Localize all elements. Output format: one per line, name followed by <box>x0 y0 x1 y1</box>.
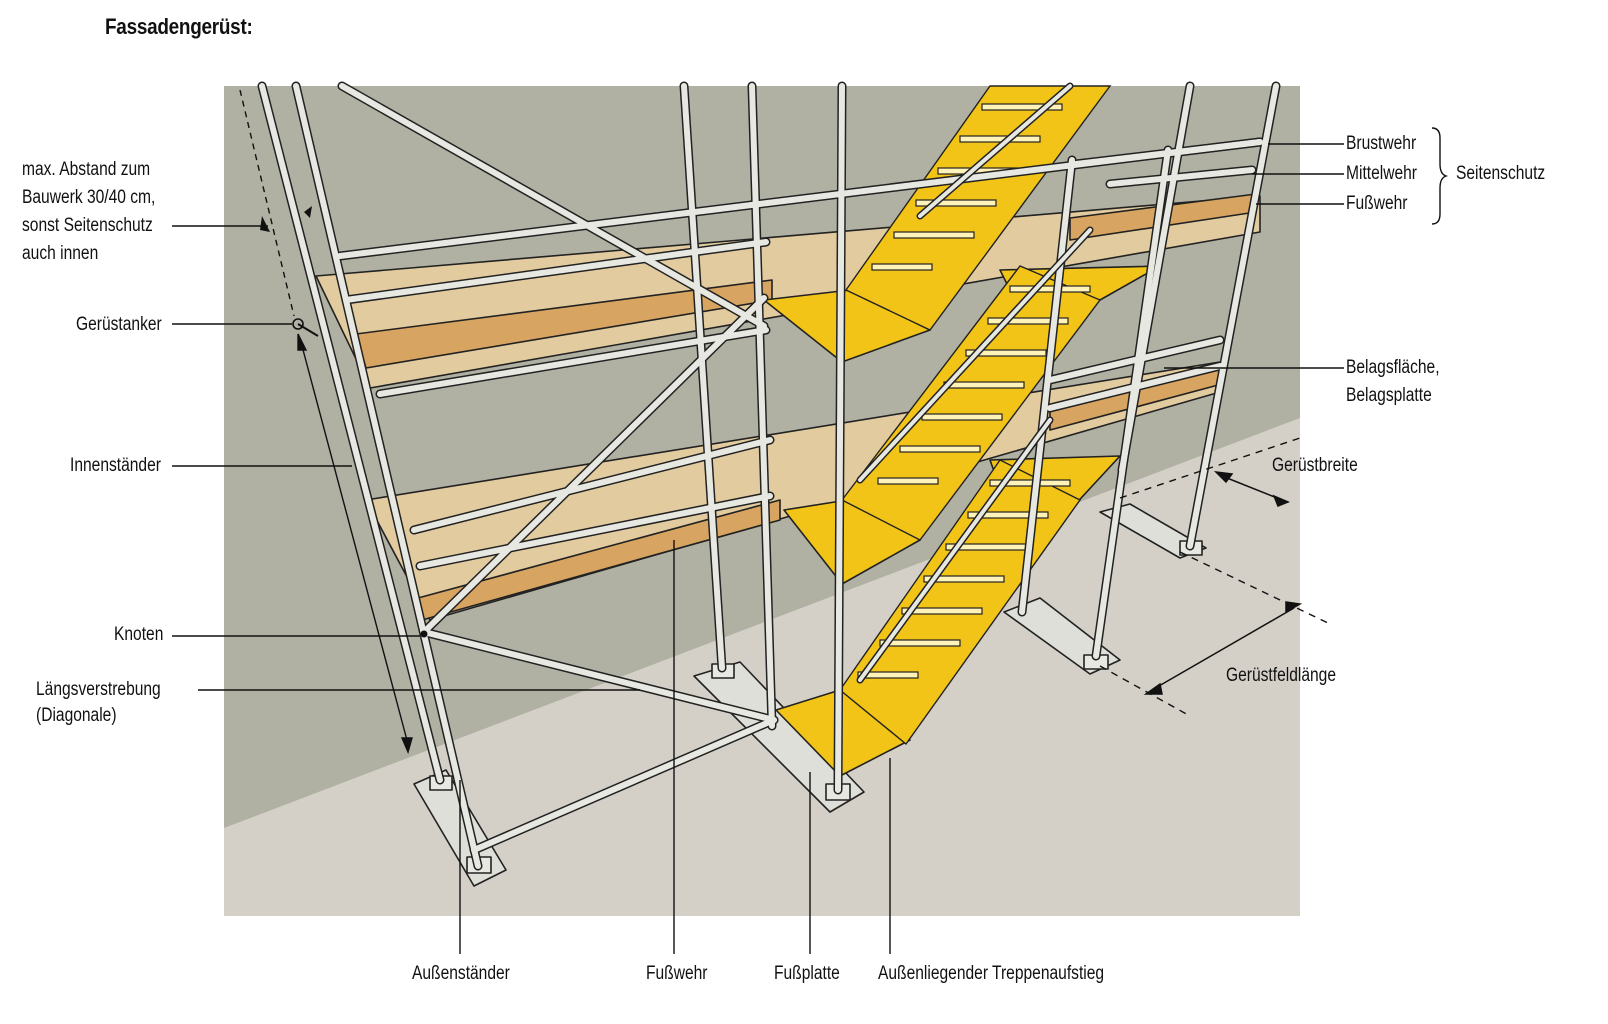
label-mittelwehr: Mittelwehr <box>1346 163 1417 184</box>
label-innenstaender: Innenständer <box>70 455 161 476</box>
label-treppenaufstieg: Außenliegender Treppenaufstieg <box>878 963 1105 984</box>
label-brustwehr: Brustwehr <box>1346 133 1417 154</box>
stair-treads-bottom <box>857 479 1071 679</box>
geruestanker-ring <box>292 318 304 330</box>
distance-arrow-head <box>304 206 312 218</box>
label-belag-line2: Belagsplatte <box>1346 385 1432 406</box>
anchor-rod <box>297 323 319 337</box>
label-abstand-line4: auch innen <box>22 243 99 264</box>
label-belag-line1: Belagsfläche, <box>1346 357 1440 378</box>
label-abstand-line3: sonst Seitenschutz <box>22 215 153 236</box>
knoten-node <box>420 630 428 638</box>
geruestfeldlaenge-dashed-top <box>1179 551 1331 625</box>
label-geruestbreite: Gerüstbreite <box>1272 455 1358 476</box>
stair-landing-bottom <box>775 689 911 777</box>
label-aussenstaender: Außenständer <box>412 963 510 984</box>
geruestfeldlaenge-dashed-bottom <box>1099 665 1191 717</box>
label-fusswehr-top: Fußwehr <box>1346 193 1408 214</box>
geruestbreite-arrow <box>1213 470 1290 507</box>
height-arrow <box>297 333 413 755</box>
label-laengsverstrebung-line1: Längsverstrebung <box>36 679 161 700</box>
label-fusswehr-bottom: Fußwehr <box>646 963 708 984</box>
distance-arrow-head <box>260 216 270 232</box>
label-abstand-line1: max. Abstand zum <box>22 159 151 180</box>
distance-dashed-line <box>239 89 295 317</box>
label-laengsverstrebung-line2: (Diagonale) <box>36 705 117 726</box>
geruestfeldlaenge-arrow <box>1143 601 1303 695</box>
label-seitenschutz: Seitenschutz <box>1456 163 1546 184</box>
stair-flight-middle <box>840 265 1102 541</box>
stair-treads-middle <box>877 285 1091 485</box>
seitenschutz-brace <box>1431 127 1449 225</box>
stair-treads-top <box>871 103 1063 271</box>
label-knoten: Knoten <box>114 624 164 645</box>
diagram-title: Fassadengerüst: <box>105 14 253 39</box>
label-fussplatte: Fußplatte <box>774 963 840 984</box>
label-abstand-line2: Bauwerk 30/40 cm, <box>22 187 156 208</box>
geruestbreite-dashed <box>1119 437 1301 499</box>
label-geruestanker: Gerüstanker <box>76 314 162 335</box>
label-geruestfeldlaenge: Gerüstfeldlänge <box>1226 665 1337 686</box>
